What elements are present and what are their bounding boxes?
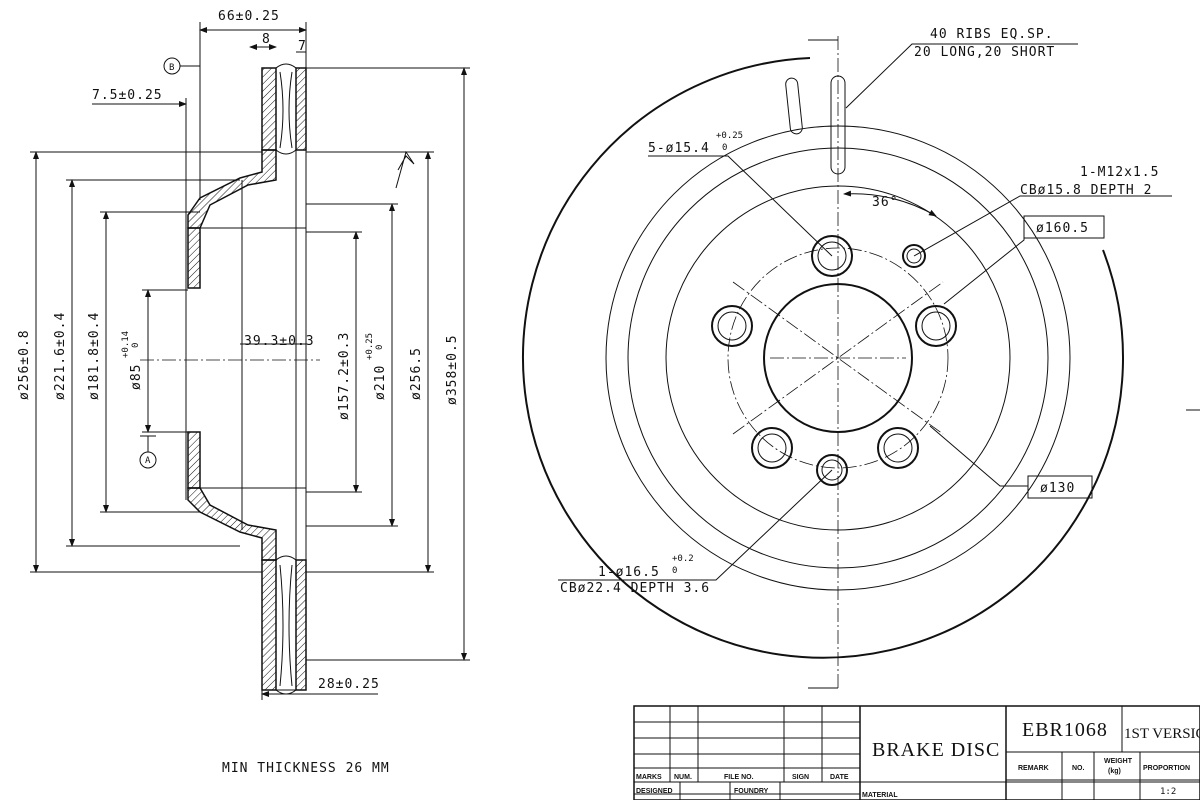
- hat-wall-bottom: [187, 487, 277, 561]
- vane-right-dim: 7: [298, 39, 307, 54]
- dia-85-tol-lower: 0: [131, 343, 141, 348]
- file-no-header: FILE NO.: [724, 774, 754, 781]
- dia-85-dim: ø85: [129, 364, 144, 390]
- ribs-note-line2: 20 LONG,20 SHORT: [914, 45, 1055, 60]
- vent-rib-long: [830, 75, 846, 175]
- material-label: MATERIAL: [862, 792, 898, 799]
- locating-pin-hole: [816, 454, 848, 486]
- pcd-box: [1023, 215, 1105, 239]
- disc-outer-edge: [522, 57, 1124, 659]
- title-block: BRAKE DISC EBR1068 1ST VERSION MARKS NUM…: [633, 705, 1200, 800]
- pin-hole-note: 1-ø16.5: [598, 565, 660, 580]
- num-header: NUM.: [674, 774, 692, 781]
- proportion-value: 1:2: [1160, 787, 1176, 797]
- dia-181-dim: ø181.8±0.4: [87, 312, 102, 400]
- thickness-dim: 28±0.25: [318, 677, 380, 692]
- dia-256-dim: ø256±0.8: [17, 329, 32, 400]
- dia-210-dim: ø210: [373, 365, 388, 400]
- date-header: DATE: [830, 774, 849, 781]
- designed-label: DESIGNED: [636, 788, 673, 795]
- datum-a-label: A: [145, 456, 151, 466]
- hat-face-bottom: [187, 431, 201, 489]
- thread-note-line2: CBø15.8 DEPTH 2: [1020, 183, 1152, 198]
- bolt-hole-lower-right: [877, 427, 919, 469]
- hat-depth-dim: 39.3±0.3: [244, 334, 315, 349]
- bolt-hole-note: 5-ø15.4: [648, 141, 710, 156]
- ribs-note-line1: 40 RIBS EQ.SP.: [930, 27, 1054, 42]
- pin-hole-cb-note: CBø22.4 DEPTH 3.6: [560, 581, 710, 596]
- foundry-label: FOUNDRY: [734, 788, 769, 795]
- friction-ring-top: [261, 67, 277, 151]
- hat-face-top: [187, 227, 201, 289]
- side-section-view: 66±0.25 8 7 B 7.5±0.25 ø256±0.8 ø221.6±0…: [17, 9, 470, 776]
- thread-note-line1: 1-M12x1.5: [1080, 165, 1159, 180]
- dia-157-dim: ø157.2±0.3: [337, 332, 352, 420]
- drawing-title: BRAKE DISC: [872, 739, 1000, 761]
- pin-hole-tol-lower: 0: [672, 566, 677, 576]
- surface-finish-mark: [395, 150, 415, 189]
- part-number: EBR1068: [1022, 719, 1108, 741]
- datum-a-symbol: [139, 451, 157, 469]
- datum-b-symbol: [163, 57, 181, 75]
- min-thickness-note: MIN THICKNESS 26 MM: [222, 761, 390, 776]
- pin-hole-tol-upper: +0.2: [672, 554, 694, 564]
- bore-130-dim: ø130: [1040, 481, 1075, 496]
- front-view: 40 RIBS EQ.SP. 20 LONG,20 SHORT 5-ø15.4 …: [522, 27, 1200, 690]
- vane-left-dim: 8: [262, 32, 271, 47]
- weight-header: WEIGHT: [1104, 758, 1133, 765]
- version-label: 1ST VERSION: [1124, 726, 1200, 742]
- dia-85-tol-upper: +0.14: [121, 331, 131, 358]
- dia-256-5-dim: ø256.5: [409, 347, 424, 400]
- dia-358-dim: ø358±0.5: [445, 334, 460, 405]
- friction-ring-bottom-outer: [295, 559, 307, 691]
- angle-dim: 36°: [872, 195, 898, 210]
- bolt-hole-lower-left: [751, 427, 793, 469]
- hat-wall-top: [187, 149, 277, 229]
- sign-header: SIGN: [792, 774, 809, 781]
- dia-210-tol-upper: +0.25: [365, 333, 375, 360]
- datum-b-label: B: [169, 63, 174, 73]
- marks-header: MARKS: [636, 774, 662, 781]
- bolt-hole-top: [811, 235, 853, 277]
- dia-221-dim: ø221.6±0.4: [53, 312, 68, 400]
- bolt-hole-left: [711, 305, 753, 347]
- hat-offset-dim: 7.5±0.25: [92, 88, 163, 103]
- pcd-dim: ø160.5: [1036, 221, 1089, 236]
- friction-ring-top-outer: [295, 67, 307, 151]
- bolt-hole-tol-upper: +0.25: [716, 131, 743, 141]
- weight-unit: (kg): [1108, 768, 1121, 775]
- thread-hole: [902, 244, 926, 268]
- vent-rib-short: [785, 77, 803, 135]
- friction-ring-bottom: [261, 559, 277, 691]
- dia-210-tol-lower: 0: [375, 345, 385, 350]
- top-width-dim: 66±0.25: [218, 9, 280, 24]
- bolt-hole-tol-lower: 0: [722, 143, 727, 153]
- proportion-header: PROPORTION: [1143, 765, 1190, 772]
- bore-box: [1027, 475, 1093, 499]
- no-header: NO.: [1072, 765, 1085, 772]
- remark-header: REMARK: [1018, 765, 1049, 772]
- bolt-hole-right: [915, 305, 957, 347]
